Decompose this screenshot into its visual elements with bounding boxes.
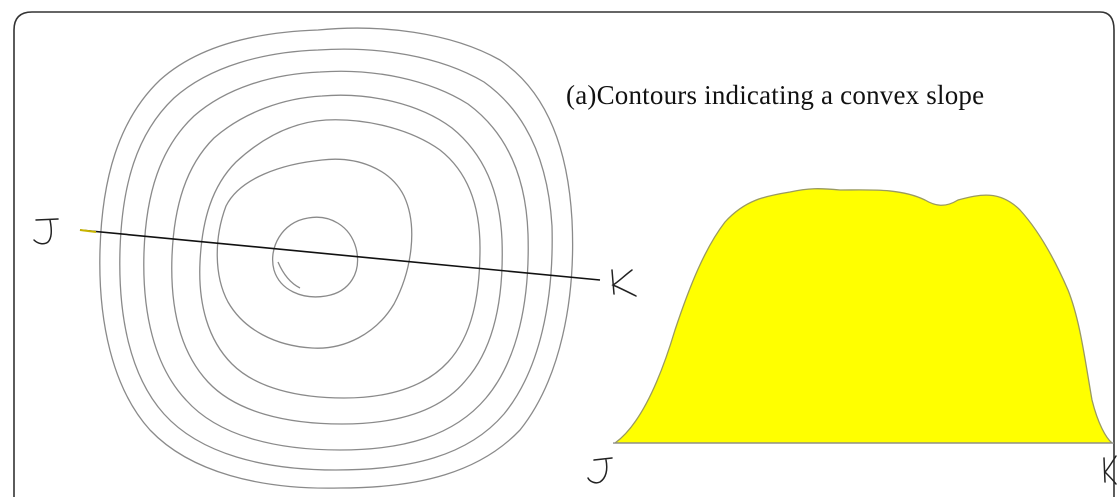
figure-frame bbox=[13, 11, 1115, 497]
contour-line-6 bbox=[216, 158, 413, 349]
contour-map bbox=[99, 27, 574, 489]
profile-fill bbox=[612, 188, 1114, 444]
contour-line-2 bbox=[119, 48, 553, 471]
profile-label-j: J bbox=[587, 457, 613, 484]
map-label-k: K bbox=[611, 269, 637, 297]
map-label-j: J bbox=[33, 218, 59, 245]
figure-caption: (a)Contours indicating a convex slope bbox=[566, 80, 985, 110]
section-line-end-tick bbox=[79, 229, 97, 233]
contour-line-7 bbox=[272, 216, 359, 298]
contour-line-1 bbox=[99, 27, 574, 489]
contour-line-4 bbox=[171, 94, 503, 425]
contour-line-5 bbox=[199, 119, 481, 399]
section-line bbox=[79, 229, 601, 281]
profile-label-k: K bbox=[1103, 455, 1117, 485]
contour-line-3 bbox=[143, 70, 529, 451]
